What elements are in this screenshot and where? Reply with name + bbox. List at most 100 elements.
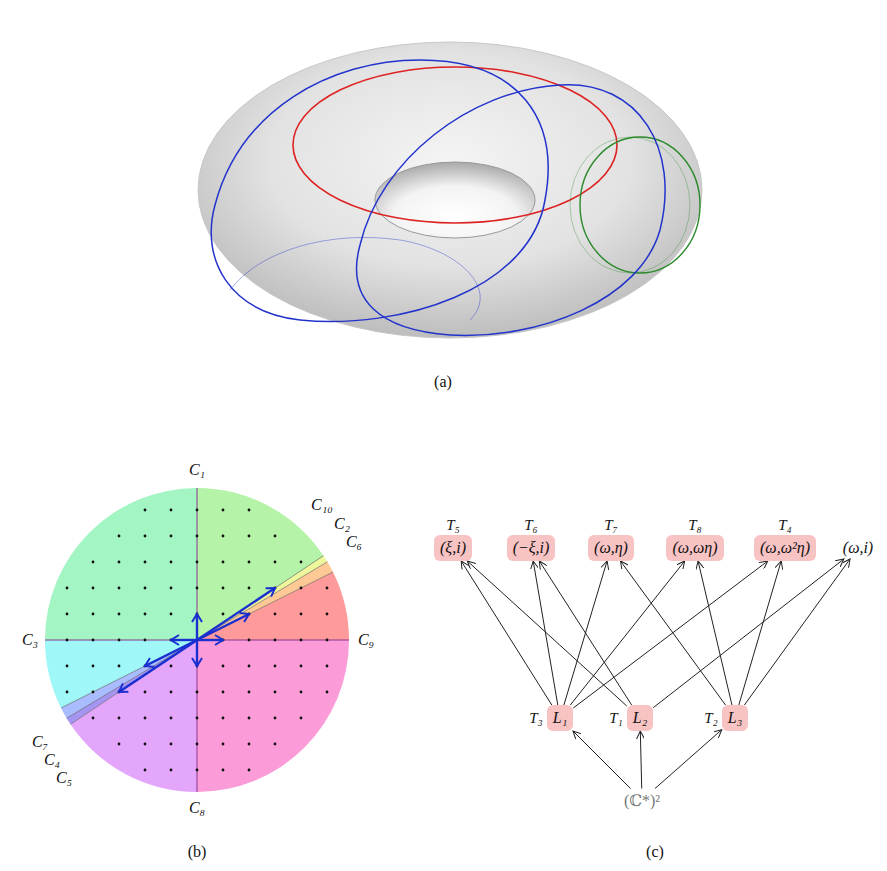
lattice-dot: [144, 535, 147, 538]
lattice-dot: [196, 717, 199, 720]
cone-label: C₃: [22, 631, 38, 649]
node-text: (ℂ*)²: [624, 792, 660, 809]
point-node: (ω,i): [839, 537, 877, 559]
lattice-dot: [222, 691, 225, 694]
lattice-dot: [326, 587, 329, 590]
axis-line: [197, 640, 198, 792]
lattice-dot: [222, 509, 225, 512]
lattice-dot: [170, 691, 173, 694]
lattice-dot: [300, 665, 303, 668]
lattice-dot: [92, 717, 95, 720]
lattice-dot: [170, 717, 173, 720]
cone-sector: [197, 488, 323, 640]
inclusion-arrow: [640, 731, 641, 789]
lattice-dot: [222, 561, 225, 564]
cone-label: C₆: [346, 533, 362, 551]
lattice-dot: [248, 769, 251, 772]
lattice-dot: [222, 587, 225, 590]
node-tag: T₂: [704, 710, 718, 727]
node-text: (ω,ωη): [672, 539, 717, 556]
lattice-dot: [118, 639, 121, 642]
inclusion-arrow: [653, 559, 844, 708]
lattice-dot: [300, 717, 303, 720]
lattice-dot: [144, 769, 147, 772]
lattice-dot: [196, 509, 199, 512]
lattice-dot: [196, 691, 199, 694]
lattice-dot: [196, 743, 199, 746]
lattice-dot: [118, 535, 121, 538]
lattice-dot: [92, 639, 95, 642]
lattice-dot: [66, 665, 69, 668]
lattice-dot: [222, 613, 225, 616]
lattice-dot: [144, 613, 147, 616]
point-box: (ω,ω²η)T₄: [754, 535, 816, 561]
point-box: (ω,η)T₇: [588, 535, 634, 561]
lattice-dot: [222, 665, 225, 668]
lattice-dot: [248, 587, 251, 590]
lattice-dot: [274, 691, 277, 694]
lattice-dot: [274, 535, 277, 538]
cone-label: C₁₀: [311, 496, 333, 514]
point-box: (ξ,i)T₅: [434, 535, 472, 561]
lattice-dot: [170, 509, 173, 512]
lattice-dot: [170, 613, 173, 616]
lattice-dot: [144, 639, 147, 642]
lattice-dot: [118, 743, 121, 746]
ray-line: [61, 640, 197, 708]
inclusion-arrow: [461, 561, 552, 705]
lattice-dot: [300, 587, 303, 590]
panel-label: (a): [434, 373, 452, 391]
blue-curve-back: [230, 237, 480, 320]
lattice-dot: [274, 639, 277, 642]
lattice-dot: [196, 561, 199, 564]
lattice-dot: [92, 691, 95, 694]
node-text: (ξ,i): [440, 539, 466, 556]
lattice-dot: [170, 769, 173, 772]
ray-vector: [196, 640, 198, 666]
lattice-dot: [248, 743, 251, 746]
inclusion-arrow: [744, 559, 850, 705]
node-tag: T₈: [688, 517, 702, 534]
point-box: (ω,ωη)T₈: [666, 535, 723, 561]
inclusion-arrow: [698, 561, 732, 705]
point-box: (−ξ,i)T₆: [507, 535, 556, 561]
lattice-dot: [92, 613, 95, 616]
lattice-dot: [222, 743, 225, 746]
lattice-dot: [66, 691, 69, 694]
lattice-dot: [92, 665, 95, 668]
lattice-dot: [170, 665, 173, 668]
ray-line: [197, 562, 327, 640]
lattice-dot: [118, 717, 121, 720]
lattice-dot: [144, 561, 147, 564]
node-text: (ω,ω²η): [760, 539, 810, 556]
axis-line: [197, 488, 198, 640]
lattice-dot: [274, 613, 277, 616]
lattice-dot: [248, 509, 251, 512]
lattice-dot: [248, 665, 251, 668]
lattice-dot: [326, 691, 329, 694]
lattice-dot: [222, 717, 225, 720]
lattice-dot: [300, 691, 303, 694]
panel-label: (b): [188, 843, 207, 861]
cone-label: C₇: [32, 733, 48, 751]
point-box: L₁T₃: [547, 705, 573, 731]
lattice-dot: [248, 561, 251, 564]
node-text: (ω,i): [843, 539, 873, 556]
lattice-dot: [274, 665, 277, 668]
lattice-dot: [300, 561, 303, 564]
inclusion-arrow: [573, 731, 631, 789]
cone-label: C₈: [189, 799, 205, 817]
inclusion-arrow: [467, 561, 626, 706]
ray-line: [197, 556, 323, 640]
lattice-dot: [222, 535, 225, 538]
lattice-dot: [170, 535, 173, 538]
lattice-dot: [222, 769, 225, 772]
ray-vector: [119, 640, 197, 692]
lattice-dot: [118, 561, 121, 564]
lattice-dot: [144, 717, 147, 720]
node-text: (ω,η): [594, 539, 628, 556]
lattice-dot: [118, 587, 121, 590]
inclusion-arrow: [533, 561, 558, 705]
cone-label: C₁: [189, 461, 205, 479]
